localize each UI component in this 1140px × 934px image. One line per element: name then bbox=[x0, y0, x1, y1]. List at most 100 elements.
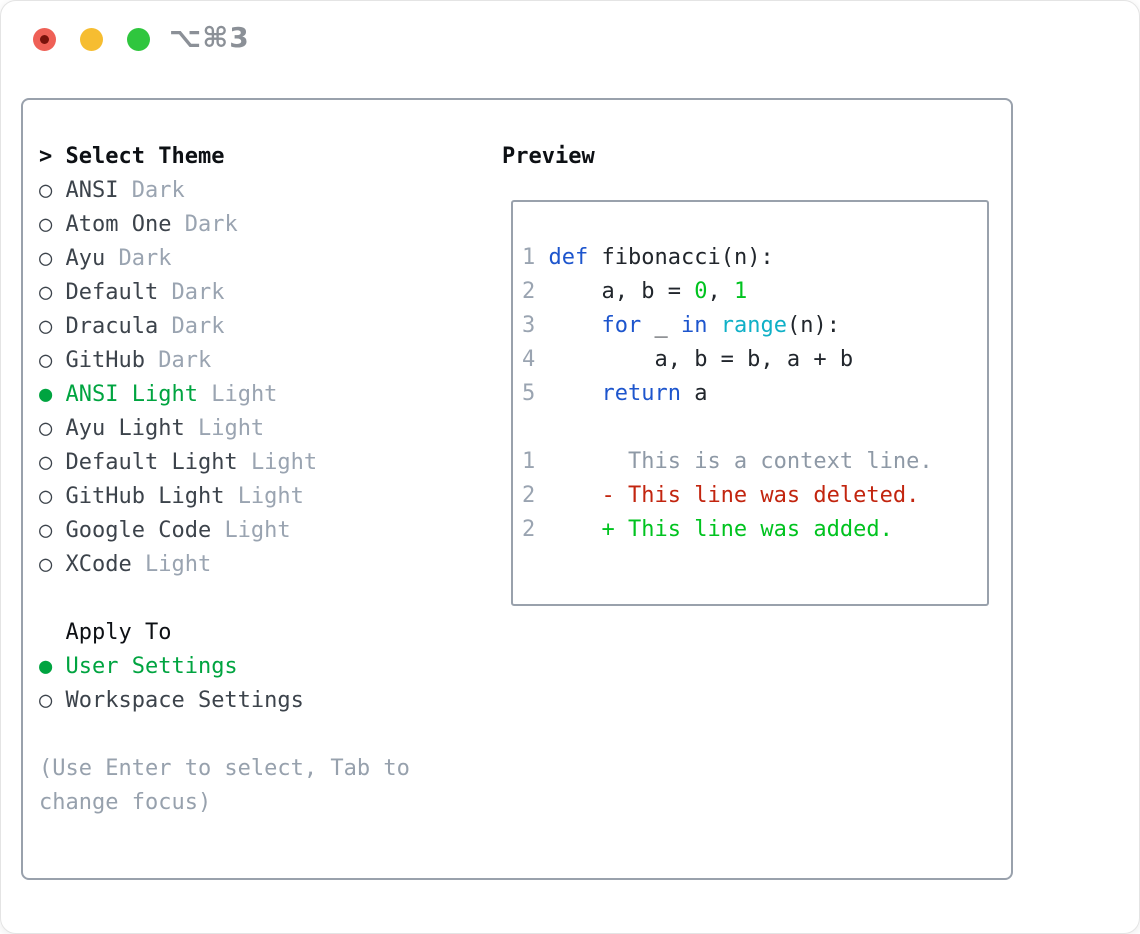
close-button[interactable] bbox=[33, 28, 56, 51]
radio-icon: ○ bbox=[39, 518, 53, 543]
preview-header: Preview bbox=[502, 144, 595, 169]
apply-to-header: Apply To bbox=[39, 616, 410, 650]
code-line-5: 5 return a bbox=[522, 377, 933, 411]
code-token: in bbox=[680, 313, 708, 338]
radio-icon: ○ bbox=[39, 348, 53, 373]
code-token bbox=[549, 381, 602, 406]
theme-item[interactable]: ○ Atom One Dark bbox=[39, 208, 410, 242]
code-line-4: 4 a, b = b, a + b bbox=[522, 343, 933, 377]
apply-to-options: ● User Settings○ Workspace Settings bbox=[39, 650, 410, 718]
select-theme-header: > Select Theme bbox=[39, 140, 410, 174]
theme-name: Dracula bbox=[52, 314, 172, 339]
help-text-line-2: change focus) bbox=[39, 790, 212, 815]
line-number bbox=[522, 415, 549, 440]
theme-item[interactable]: ○ Default Light Light bbox=[39, 446, 410, 480]
code-line-1: 1 def fibonacci(n): bbox=[522, 241, 933, 275]
theme-item[interactable]: ○ Ayu Light Light bbox=[39, 412, 410, 446]
line-number: 2 bbox=[522, 517, 549, 542]
theme-variant: Light bbox=[224, 518, 291, 543]
zoom-button[interactable] bbox=[127, 28, 150, 51]
radio-icon: ○ bbox=[39, 484, 53, 509]
radio-icon: ○ bbox=[39, 280, 53, 305]
code-token: def bbox=[548, 245, 589, 270]
cursor-icon: > bbox=[39, 144, 53, 169]
theme-name: Default bbox=[52, 280, 172, 305]
apply-to-option[interactable]: ○ Workspace Settings bbox=[39, 684, 410, 718]
line-number: 2 bbox=[522, 279, 549, 304]
theme-variant: Dark bbox=[184, 212, 238, 237]
theme-variant: Light bbox=[250, 450, 318, 475]
theme-variant: Light bbox=[237, 484, 304, 509]
code-token: - This line was deleted. bbox=[548, 483, 920, 508]
code-token: a bbox=[680, 381, 708, 406]
line-number: 4 bbox=[522, 347, 549, 372]
theme-variant: Dark bbox=[171, 314, 225, 339]
code-token: (n): bbox=[786, 313, 840, 338]
theme-item[interactable]: ○ XCode Light bbox=[39, 548, 410, 582]
theme-variant: Dark bbox=[158, 348, 212, 373]
theme-item[interactable]: ○ GitHub Light Light bbox=[39, 480, 410, 514]
code-line-2: 2 a, b = 0, 1 bbox=[522, 275, 933, 309]
code-token: return bbox=[601, 381, 681, 406]
theme-name: GitHub bbox=[52, 348, 159, 373]
theme-name: GitHub Light bbox=[52, 484, 238, 509]
select-theme-header-label: Select Theme bbox=[65, 144, 225, 169]
theme-variant: Light bbox=[197, 416, 265, 441]
code-token: a, b = b, a + b bbox=[548, 347, 854, 372]
help-text: (Use Enter to select, Tab to change focu… bbox=[39, 752, 410, 820]
code-token bbox=[549, 313, 602, 338]
theme-name: Atom One bbox=[52, 212, 185, 237]
apply-to-section: Apply To ● User Settings○ Workspace Sett… bbox=[39, 616, 410, 718]
close-dot-icon bbox=[40, 35, 49, 44]
theme-item[interactable]: ○ Default Dark bbox=[39, 276, 410, 310]
radio-icon: ○ bbox=[39, 212, 53, 237]
theme-picker-column: > Select Theme ○ ANSI Dark○ Atom One Dar… bbox=[39, 140, 410, 820]
apply-to-option[interactable]: ● User Settings bbox=[39, 650, 410, 684]
code-token bbox=[707, 313, 720, 338]
theme-name: Ayu Light bbox=[52, 416, 198, 441]
radio-icon: ○ bbox=[39, 552, 53, 577]
theme-name: Default Light bbox=[52, 450, 251, 475]
radio-icon: ○ bbox=[39, 450, 53, 475]
apply-to-header-label: Apply To bbox=[65, 620, 172, 645]
minimize-button[interactable] bbox=[80, 28, 103, 51]
code-token: , bbox=[707, 279, 734, 304]
theme-item[interactable]: ○ Ayu Dark bbox=[39, 242, 410, 276]
radio-icon: ○ bbox=[39, 178, 53, 203]
code-token: 1 bbox=[733, 279, 748, 304]
code-line-3: 3 for _ in range(n): bbox=[522, 309, 933, 343]
code-token: for bbox=[601, 313, 642, 338]
theme-item[interactable]: ○ ANSI Dark bbox=[39, 174, 410, 208]
line-number: 3 bbox=[522, 313, 549, 338]
theme-name: ANSI Light bbox=[52, 382, 212, 407]
option-label: Workspace Settings bbox=[52, 688, 304, 713]
theme-item[interactable]: ○ Dracula Dark bbox=[39, 310, 410, 344]
theme-item[interactable]: ● ANSI Light Light bbox=[39, 378, 410, 412]
radio-icon: ● bbox=[39, 654, 53, 679]
window-title: ⌥⌘3 bbox=[169, 21, 250, 54]
code-blank-line bbox=[522, 411, 933, 445]
theme-name: XCode bbox=[52, 552, 145, 577]
code-token: range bbox=[720, 313, 787, 338]
theme-name: Ayu bbox=[52, 246, 119, 271]
theme-variant: Light bbox=[211, 382, 278, 407]
option-label: User Settings bbox=[52, 654, 238, 679]
code-token: This is a context line. bbox=[548, 449, 933, 474]
code-token: fibonacci(n): bbox=[588, 245, 774, 270]
radio-icon: ○ bbox=[39, 314, 53, 339]
theme-item[interactable]: ○ GitHub Dark bbox=[39, 344, 410, 378]
theme-variant: Dark bbox=[131, 178, 185, 203]
line-number: 1 bbox=[522, 245, 549, 270]
code-token: 0 bbox=[694, 279, 708, 304]
traffic-lights bbox=[33, 28, 150, 51]
line-number: 1 bbox=[522, 449, 549, 474]
code-token: + This line was added. bbox=[548, 517, 893, 542]
help-text-line-1: (Use Enter to select, Tab to bbox=[39, 756, 410, 781]
theme-item[interactable]: ○ Google Code Light bbox=[39, 514, 410, 548]
diff-added-line: 2 + This line was added. bbox=[522, 513, 933, 547]
theme-variant: Dark bbox=[171, 280, 225, 305]
theme-name: Google Code bbox=[52, 518, 225, 543]
